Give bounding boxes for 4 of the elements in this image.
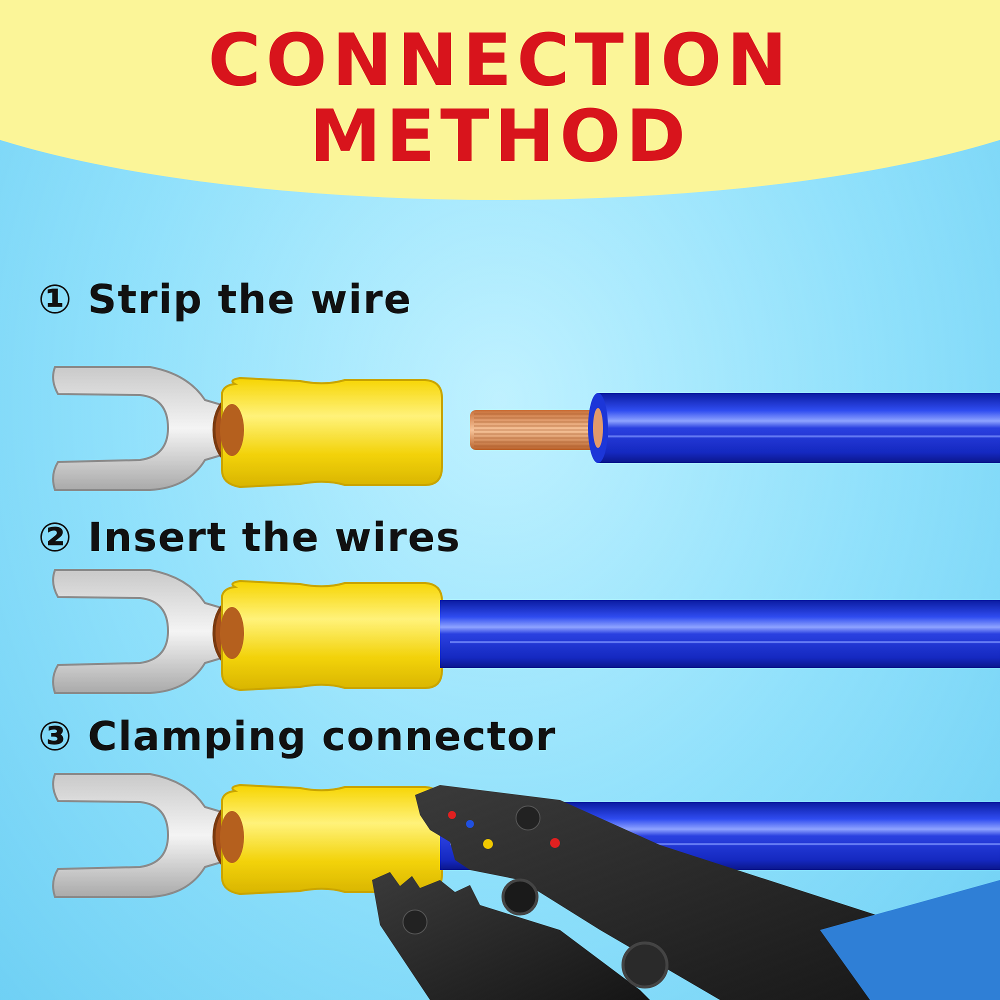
step-label: ② Insert the wires [38,514,461,562]
title: CONNECTION METHOD [207,22,793,174]
step-label: ③ Clamping connector [38,713,556,761]
step-label: ① Strip the wire [38,276,412,324]
